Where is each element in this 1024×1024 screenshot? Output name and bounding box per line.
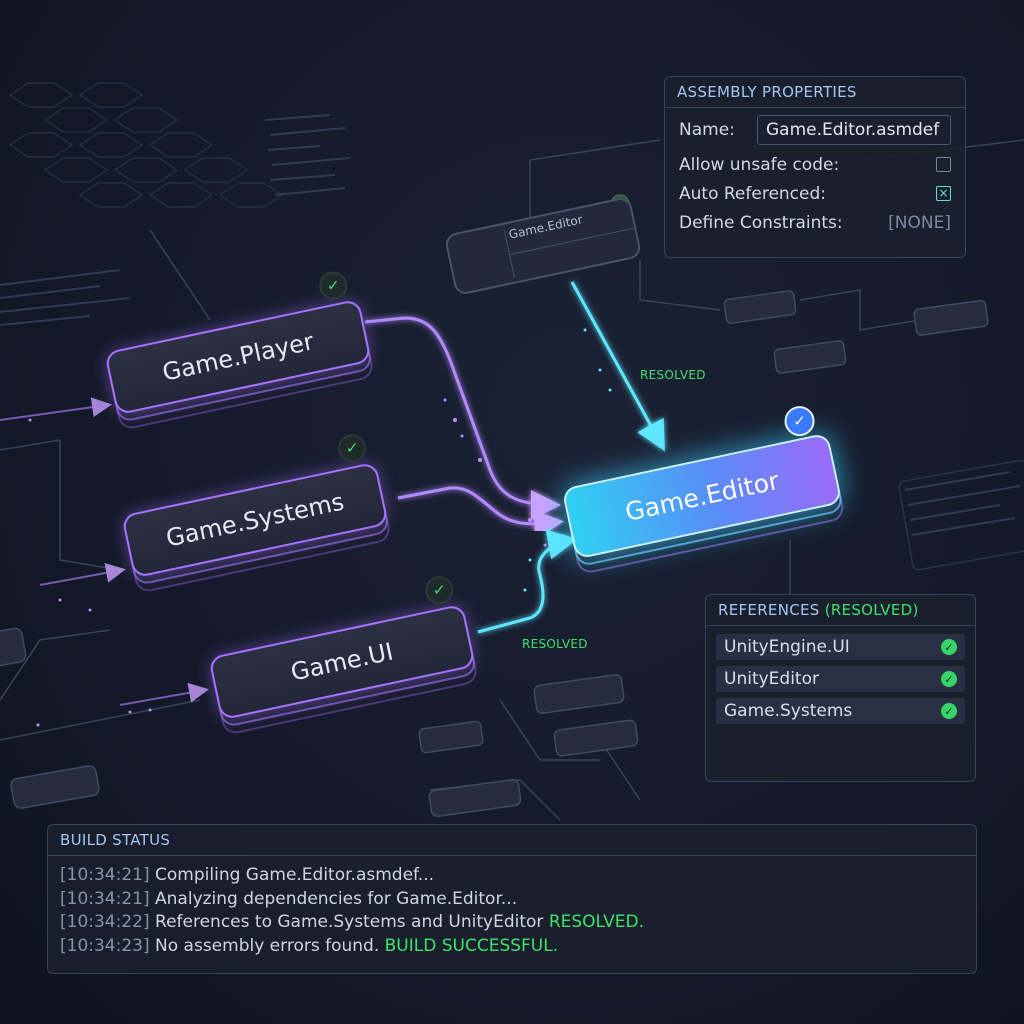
check-circle-icon: ✓ bbox=[941, 703, 957, 719]
log-text: Compiling Game.Editor.asmdef... bbox=[155, 865, 435, 885]
assembly-properties-panel: ASSEMBLY PROPERTIES Name: Allow unsafe c… bbox=[664, 76, 966, 258]
connector-player-editor bbox=[364, 316, 561, 520]
allow-unsafe-checkbox[interactable] bbox=[936, 157, 951, 172]
connector-ghost-editor bbox=[570, 281, 665, 452]
log-line: [10:34:22] References to Game.Systems an… bbox=[60, 911, 964, 935]
log-highlight: BUILD SUCCESSFUL. bbox=[384, 935, 559, 956]
check-icon: ✓ bbox=[784, 406, 815, 437]
check-circle-icon: ✓ bbox=[941, 639, 957, 655]
name-row: Name: bbox=[665, 110, 965, 150]
name-label: Name: bbox=[679, 120, 735, 140]
auto-referenced-checkbox[interactable]: × bbox=[936, 186, 951, 201]
auto-referenced-row: Auto Referenced: × bbox=[665, 179, 965, 208]
reference-item[interactable]: UnityEditor ✓ bbox=[716, 666, 965, 692]
references-title: REFERENCES bbox=[718, 601, 820, 619]
inbound-connectors bbox=[0, 397, 209, 706]
references-status: (RESOLVED) bbox=[824, 601, 919, 619]
check-icon: ✓ bbox=[425, 576, 454, 605]
particles-decoration bbox=[28, 398, 547, 727]
node-game-player-label: Game.Player bbox=[159, 327, 317, 387]
allow-unsafe-row: Allow unsafe code: bbox=[665, 150, 965, 179]
log-timestamp: [10:34:23] bbox=[60, 935, 150, 956]
define-constraints-label: Define Constraints: bbox=[679, 212, 843, 233]
panel-title: REFERENCES (RESOLVED) bbox=[706, 595, 975, 626]
edge-label-resolved: RESOLVED bbox=[522, 637, 588, 651]
build-log: [10:34:21] Compiling Game.Editor.asmdef.… bbox=[48, 856, 976, 966]
node-game-ui-label: Game.UI bbox=[288, 637, 396, 687]
connector-ui-editor bbox=[477, 529, 578, 634]
edge-label-resolved: RESOLVED bbox=[640, 368, 706, 382]
reference-item[interactable]: UnityEngine.UI ✓ bbox=[716, 634, 965, 660]
check-icon: ✓ bbox=[319, 271, 348, 300]
code-card-decoration bbox=[898, 459, 1024, 571]
allow-unsafe-label: Allow unsafe code: bbox=[679, 154, 840, 175]
log-line: [10:34:21] Compiling Game.Editor.asmdef.… bbox=[60, 864, 964, 888]
code-lines-decoration bbox=[0, 114, 1021, 536]
log-timestamp: [10:34:22] bbox=[60, 912, 150, 932]
reference-label: UnityEditor bbox=[724, 669, 819, 689]
circuit-lines-decoration bbox=[0, 139, 1024, 821]
log-line: [10:34:21] Analyzing dependencies for Ga… bbox=[60, 888, 964, 912]
log-timestamp: [10:34:21] bbox=[60, 865, 150, 885]
panel-title: BUILD STATUS bbox=[48, 825, 976, 856]
check-circle-icon: ✓ bbox=[941, 671, 957, 687]
reference-label: UnityEngine.UI bbox=[724, 637, 850, 657]
log-text: No assembly errors found. bbox=[155, 935, 380, 956]
log-text: Analyzing dependencies for Game.Editor..… bbox=[155, 888, 518, 909]
reference-label: Game.Systems bbox=[724, 701, 853, 721]
ghost-chip-decoration bbox=[0, 290, 989, 818]
log-line: [10:34:23] No assembly errors found. BUI… bbox=[60, 935, 964, 959]
references-panel: REFERENCES (RESOLVED) UnityEngine.UI ✓ U… bbox=[705, 594, 976, 782]
check-icon: ✓ bbox=[338, 434, 367, 463]
define-constraints-row: Define Constraints: [NONE] bbox=[665, 208, 965, 237]
log-text: References to Game.Systems and UnityEdit… bbox=[155, 912, 544, 932]
connector-systems-editor bbox=[397, 486, 564, 540]
auto-referenced-label: Auto Referenced: bbox=[679, 183, 826, 204]
define-constraints-value[interactable]: [NONE] bbox=[888, 212, 951, 233]
reference-item[interactable]: Game.Systems ✓ bbox=[716, 698, 965, 724]
log-timestamp: [10:34:21] bbox=[60, 888, 150, 909]
build-status-panel: BUILD STATUS [10:34:21] Compiling Game.E… bbox=[47, 824, 977, 974]
hex-grid-decoration bbox=[8, 82, 284, 208]
node-game-editor-label: Game.Editor bbox=[622, 465, 782, 527]
panel-title: ASSEMBLY PROPERTIES bbox=[665, 77, 965, 108]
name-input[interactable] bbox=[757, 115, 951, 145]
log-highlight: RESOLVED. bbox=[548, 912, 645, 932]
